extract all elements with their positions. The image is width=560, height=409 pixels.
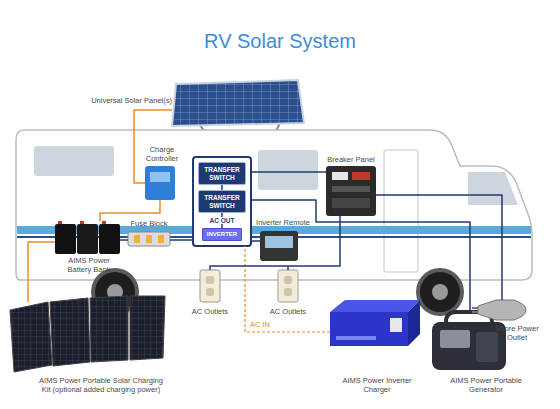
component-label: AIMS Power Portable Generator (438, 376, 534, 394)
component-label: Universal Solar Panel(s) (86, 96, 172, 105)
component-label: Breaker Panel (316, 155, 386, 164)
component-label: AC Outlets (264, 307, 312, 316)
component-label: AC Outlets (186, 307, 234, 316)
inverter-box: INVERTER (202, 228, 242, 241)
node-text: TRANSFER SWITCH (201, 166, 243, 181)
switch-box: TRANSFER SWITCH (198, 190, 246, 213)
component-label: AIMS Power Inverter Charger (336, 376, 418, 394)
component-label: Shore Power Outlet (486, 324, 548, 342)
switch-box: TRANSFER SWITCH (198, 162, 246, 185)
component-label: AIMS Power Battery Bank (59, 256, 119, 274)
node-text: INVERTER (205, 231, 239, 238)
component-label: AC IN (250, 320, 278, 329)
edge-label: AC OUT (208, 217, 237, 225)
component-label: Fuse Block (124, 219, 174, 228)
component-label: Inverter Remote (252, 218, 314, 227)
component-label: AIMS Power Portable Solar Charging Kit (… (34, 376, 168, 394)
component-label: Charge Controller (138, 145, 186, 163)
node-text: TRANSFER SWITCH (201, 194, 243, 209)
diagram-title: RV Solar System (0, 30, 560, 53)
